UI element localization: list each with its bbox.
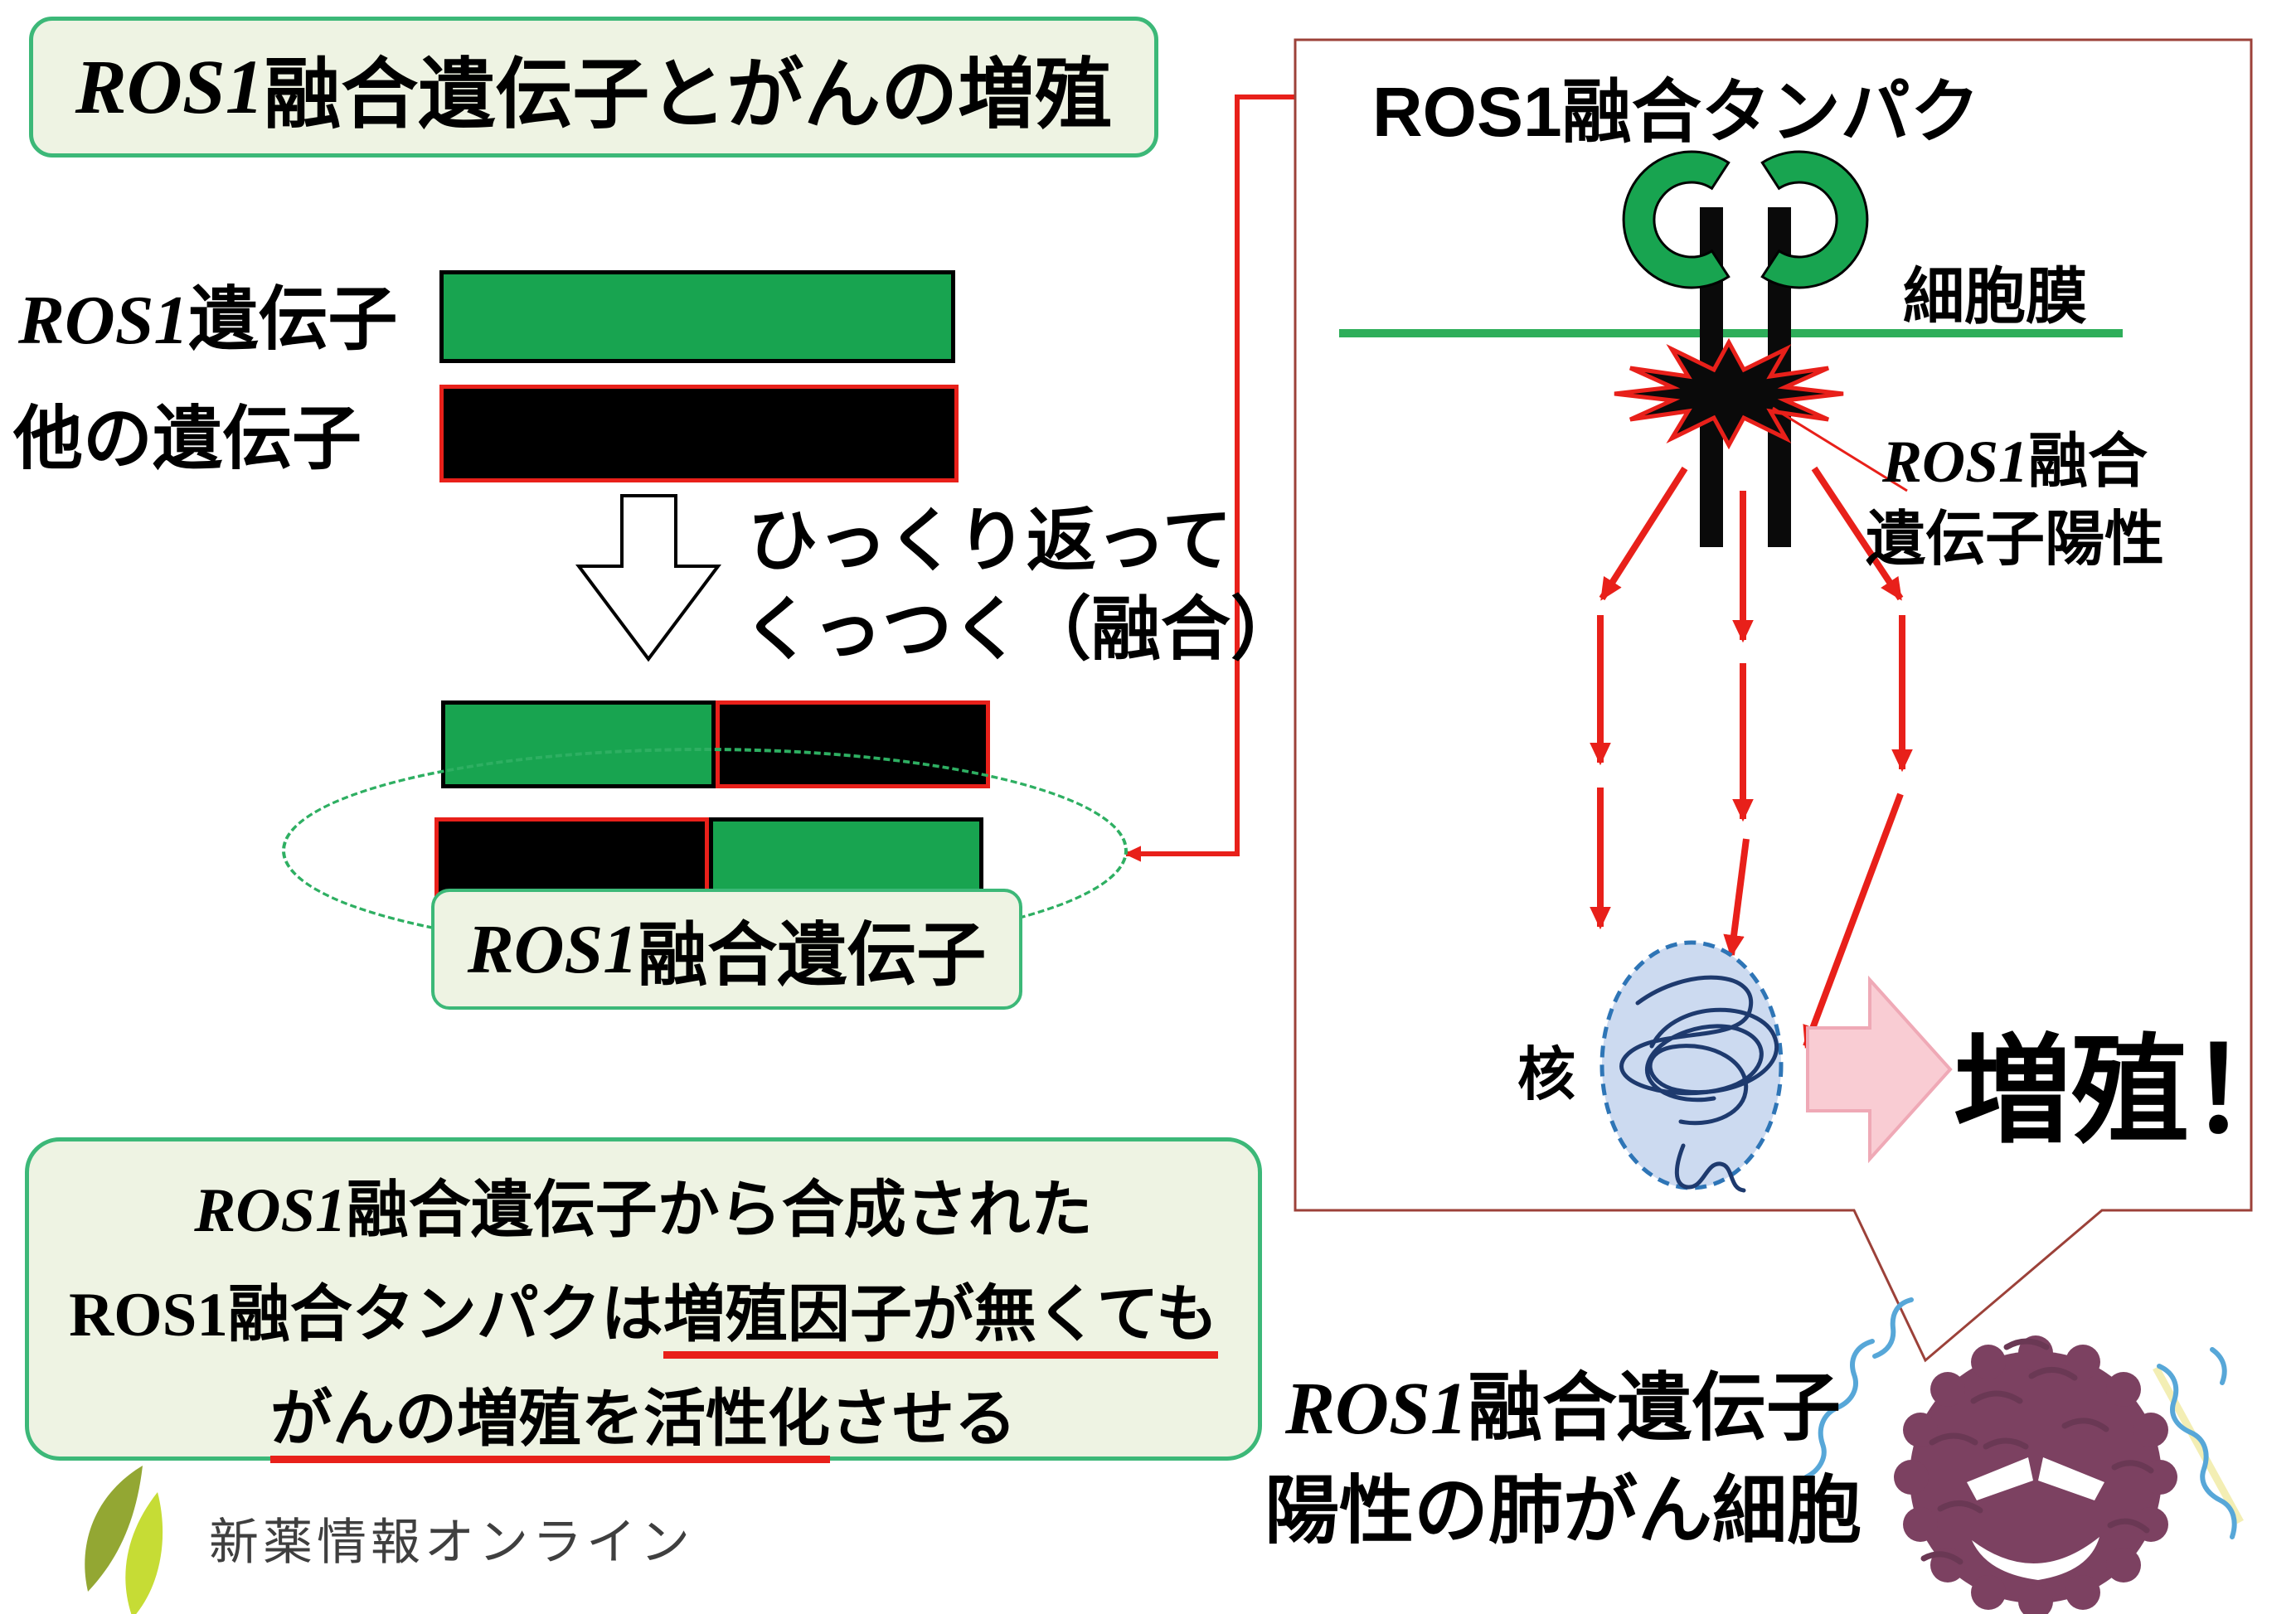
receptor-icon: [1622, 150, 1869, 289]
summary-line2: ROS1融合タンパクは増殖因子が無くても: [29, 1263, 1258, 1367]
proliferation-label: 増殖！: [1954, 1025, 2296, 1157]
ros1-gene-label-prefix: ROS1: [18, 282, 189, 359]
flip-text-line2: くっつく（融合）: [743, 590, 1301, 668]
other-gene-label: 他の遺伝子: [13, 401, 362, 478]
fusion-positive-line1: 融合: [2028, 429, 2148, 495]
fusion-protein-label: ROS1融合タンパク: [1372, 73, 1980, 151]
page-title-rest: 融合遺伝子とがんの増殖: [264, 52, 1113, 138]
summary-line2-emphasis: 増殖因子が無くても: [663, 1279, 1218, 1359]
summary-line3-emphasis: がんの増殖を活性化: [269, 1384, 830, 1463]
starburst-pointer-line: [1772, 406, 1908, 492]
summary-line1: ROS1融合遺伝子から合成された: [29, 1160, 1258, 1263]
cancer-cell-label: ROS1融合遺伝子 陽性の肺がん細胞: [1186, 1358, 1940, 1563]
logo-text: 新薬情報オンライン: [209, 1515, 694, 1570]
summary-line1-rest: 融合遺伝子から合成された: [346, 1176, 1093, 1245]
cancer-label-line1: 融合遺伝子: [1468, 1368, 1842, 1450]
fusion-down-arrow-icon: [575, 494, 721, 662]
cell-panel-border: [1294, 38, 2253, 1363]
squiggle-yellow-line: [2153, 1365, 2244, 1524]
ros1-gene-bar: [439, 270, 955, 363]
signal-cascade-arrows: [1590, 466, 1913, 1049]
fusion-starburst-icon: [1614, 337, 1844, 450]
summary-line3-normal: させる: [830, 1385, 1017, 1454]
cancer-label-line2: 陽性の肺がん細胞: [1264, 1471, 1862, 1553]
summary-line3: がんの増殖を活性化させる: [29, 1367, 1258, 1471]
membrane-label: 細胞膜: [1903, 262, 2087, 331]
summary-box: ROS1融合遺伝子から合成された ROS1融合タンパクは増殖因子が無くても がん…: [25, 1137, 1262, 1463]
cancer-cell-illustration: [1894, 1335, 2177, 1614]
fusion-positive-prefix: ROS1: [1881, 429, 2029, 495]
fusion-gene-label-prefix: ROS1: [467, 910, 638, 988]
page-title-ros1: ROS1: [75, 44, 265, 130]
fusion-gene-label-rest: 融合遺伝子: [638, 917, 987, 995]
cancer-label-prefix: ROS1: [1284, 1368, 1468, 1450]
ros1-gene-label-rest: 遺伝子: [188, 282, 398, 359]
nucleus-label: 核: [1517, 1042, 1575, 1107]
summary-line1-prefix: ROS1: [194, 1176, 347, 1245]
other-gene-bar: [439, 385, 959, 482]
proliferation-arrow-icon: [1806, 975, 1953, 1164]
ros1-gene-label: ROS1遺伝子: [18, 264, 397, 364]
summary-line2-normal: ROS1融合タンパクは: [69, 1281, 663, 1350]
fusion-positive-line2: 遺伝子陽性: [1865, 506, 2164, 573]
flip-text-line1: ひっくり返って: [748, 502, 1232, 579]
nucleus-icon: [1599, 940, 1784, 1193]
logo-leaf-icon: [85, 1466, 163, 1614]
squiggle-lines: [1803, 1297, 2237, 1539]
fusion-positive-label: ROS1融合 遺伝子陽性: [1837, 423, 2193, 579]
